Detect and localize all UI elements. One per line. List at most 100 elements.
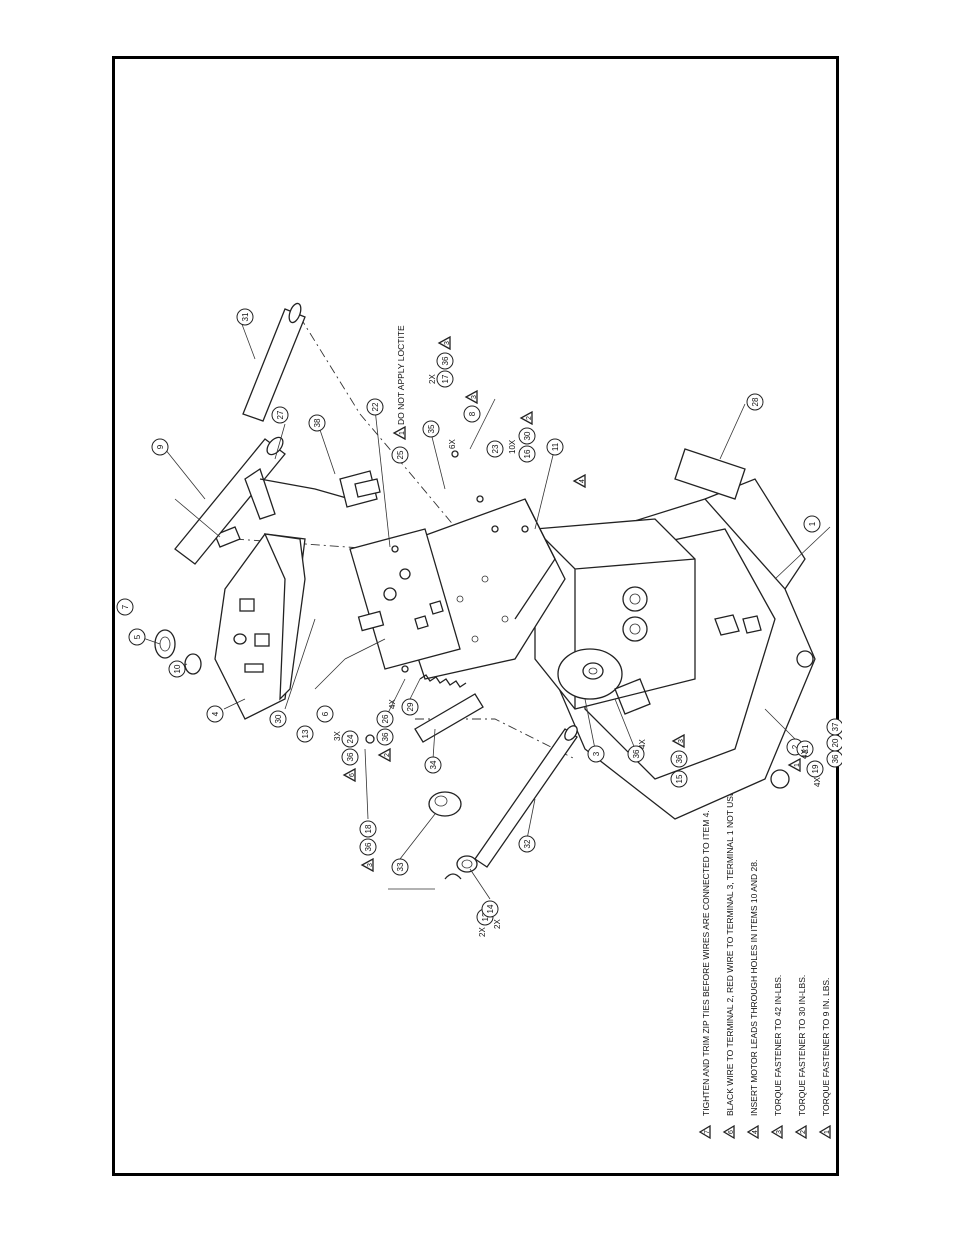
svg-text:35: 35 (427, 424, 436, 433)
note-4: 4 INSERT MOTOR LEADS THROUGH HOLES IN IT… (746, 860, 759, 1140)
callout-36-e: 36 (359, 838, 377, 856)
part-clip-12 (444, 873, 462, 880)
callout-36-c: 36 (341, 748, 359, 766)
svg-text:24: 24 (346, 734, 355, 743)
callout-21: 21 (796, 740, 814, 758)
svg-text:36: 36 (346, 752, 355, 761)
svg-text:27: 27 (276, 410, 285, 419)
callout-30-b: 30 (518, 427, 536, 445)
quantity-2x-a: 2X (428, 374, 437, 384)
note-mark-2-b: 2 (377, 747, 391, 763)
part-power-cable (244, 467, 381, 520)
part-spring (419, 674, 467, 688)
svg-text:1: 1 (794, 763, 801, 767)
part-grommets (154, 629, 202, 675)
callout-23: 23 (486, 440, 504, 458)
svg-text:33: 33 (396, 862, 405, 871)
svg-text:TORQUE FASTENER TO 42 IN-LBS.: TORQUE FASTENER TO 42 IN-LBS. (773, 975, 783, 1116)
callout-36-a: 36 (670, 750, 688, 768)
svg-text:TIGHTEN AND TRIM ZIP TIES BEFO: TIGHTEN AND TRIM ZIP TIES BEFORE WIRES A… (701, 810, 711, 1116)
svg-text:16: 16 (523, 449, 532, 458)
callout-26: 26 (376, 710, 394, 728)
svg-text:19: 19 (811, 764, 820, 773)
svg-text:37: 37 (831, 722, 840, 731)
svg-text:30: 30 (274, 714, 283, 723)
loctite-note: DO NOT APPLY LOCTITE (396, 325, 406, 425)
callout-36: 36 (627, 745, 645, 763)
svg-text:6: 6 (728, 1130, 735, 1134)
svg-text:36: 36 (831, 754, 840, 763)
svg-text:23: 23 (491, 444, 500, 453)
note-7: 7 TIGHTEN AND TRIM ZIP TIES BEFORE WIRES… (698, 810, 711, 1140)
part-shaft-32 (474, 725, 578, 868)
svg-text:3: 3 (592, 751, 601, 756)
note-mark-3-a: 3 (671, 733, 685, 749)
svg-text:2: 2 (526, 416, 533, 420)
callout-30: 30 (269, 710, 287, 728)
svg-text:2: 2 (800, 1130, 807, 1134)
svg-text:10X: 10X (508, 439, 517, 454)
callout-14: 14 (481, 900, 499, 918)
note-mark-2-a: 2 (519, 410, 533, 426)
svg-text:5: 5 (133, 634, 142, 639)
svg-text:6: 6 (321, 711, 330, 716)
note-2: 2 TORQUE FASTENER TO 30 IN-LBS. (794, 975, 807, 1140)
svg-text:36: 36 (441, 356, 450, 365)
quantity-10x: 10X (508, 439, 517, 454)
note-mark-4: 4 (572, 473, 586, 489)
callout-5: 5 (128, 628, 146, 646)
leader-lines (139, 318, 831, 900)
quantity-2x-c: 2X (493, 919, 502, 929)
svg-text:DO NOT APPLY LOCTITE: DO NOT APPLY LOCTITE (396, 325, 406, 425)
svg-text:28: 28 (751, 397, 760, 406)
svg-text:4: 4 (579, 479, 586, 483)
callout-33: 33 (391, 858, 409, 876)
svg-text:36: 36 (675, 754, 684, 763)
svg-text:9: 9 (156, 444, 165, 449)
note-1: 1 TORQUE FASTENER TO 9 IN. LBS. (818, 978, 831, 1140)
svg-text:1: 1 (808, 521, 817, 526)
callout-4: 4 (206, 705, 224, 723)
callout-19: 19 (806, 760, 824, 778)
part-circuit-board (349, 528, 461, 670)
svg-text:29: 29 (406, 702, 415, 711)
svg-text:36: 36 (381, 732, 390, 741)
svg-text:25: 25 (396, 450, 405, 459)
part-pulley-disk (557, 648, 651, 715)
svg-text:20: 20 (831, 738, 840, 747)
svg-text:14: 14 (486, 904, 495, 913)
callout-34: 34 (424, 756, 442, 774)
callout-1: 1 (803, 515, 821, 533)
callout-37: 37 (826, 718, 842, 736)
svg-text:15: 15 (675, 774, 684, 783)
quantity-4x-d: 4X (800, 749, 809, 759)
part-tube-31 (242, 302, 306, 422)
note-mark-1-b: 1 (787, 757, 801, 773)
svg-text:8: 8 (468, 411, 477, 416)
callouts: 1 2 28 3 36 15 36 3 4 5 10 30 13 6 7 9 3… (116, 308, 842, 937)
svg-text:3: 3 (471, 395, 478, 399)
svg-text:13: 13 (301, 729, 310, 738)
note-mark-3-b: 3 (464, 389, 478, 405)
callout-35: 35 (422, 420, 440, 438)
svg-text:3: 3 (444, 341, 451, 345)
callout-36-b: 36 (436, 352, 454, 370)
drawing-sheet: 7 TIGHTEN AND TRIM ZIP TIES BEFORE WIRES… (112, 56, 842, 1176)
svg-text:2X: 2X (428, 374, 437, 384)
note-6: 6 BLACK WIRE TO TERMINAL 2, RED WIRE TO … (722, 782, 735, 1140)
callout-16: 16 (518, 445, 536, 463)
svg-text:7: 7 (704, 1130, 711, 1134)
quantity-4x-c: 4X (813, 777, 822, 787)
svg-text:2: 2 (791, 744, 800, 749)
part-clip (214, 526, 241, 548)
svg-text:6: 6 (349, 773, 356, 777)
callout-36-f: 36 (826, 750, 842, 768)
svg-text:3: 3 (776, 1130, 783, 1134)
callout-31: 31 (236, 308, 254, 326)
svg-text:4: 4 (752, 1130, 759, 1134)
part-ring-14 (456, 855, 478, 873)
note-mark-3-c: 3 (437, 335, 451, 351)
callout-22: 22 (366, 398, 384, 416)
callout-27: 27 (271, 406, 289, 424)
svg-text:4X: 4X (388, 699, 397, 709)
